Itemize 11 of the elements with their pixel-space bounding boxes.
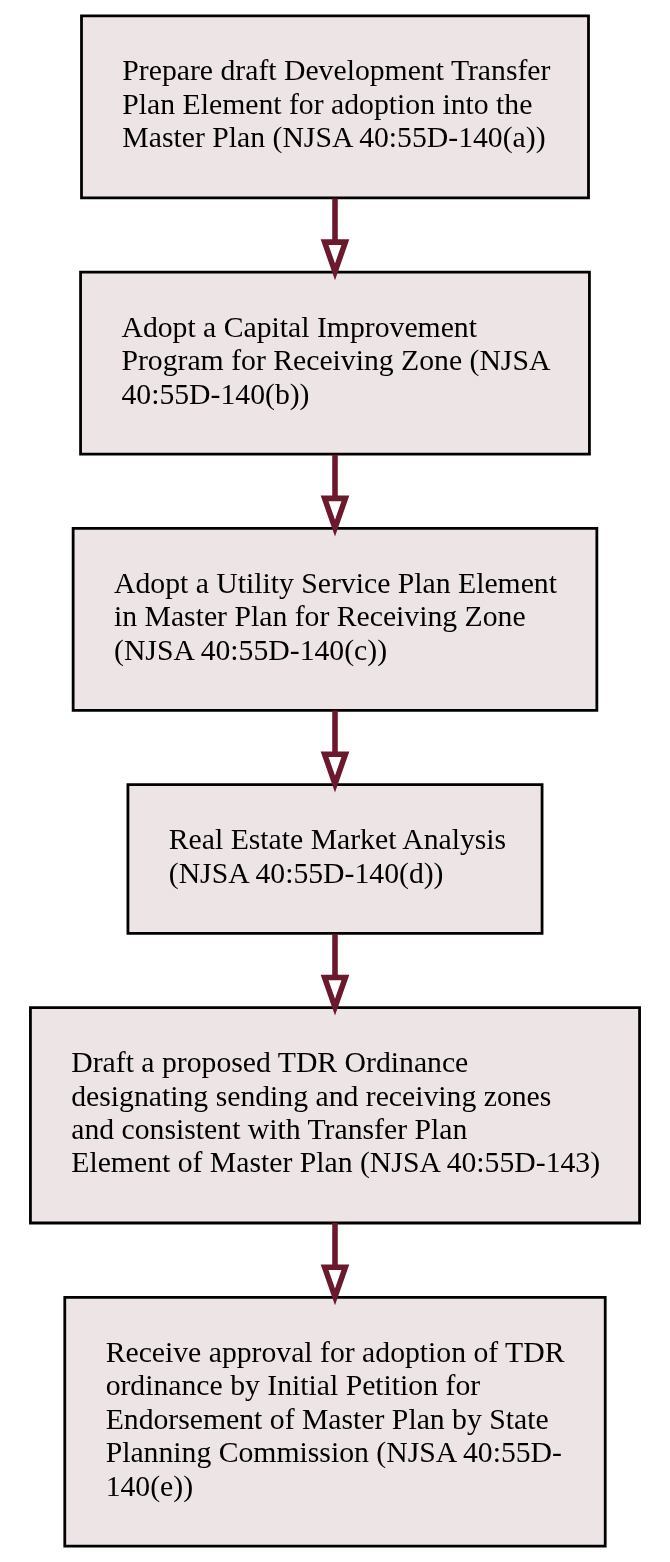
node-box: Adopt a Capital Improvement Program for Receiving Zone (NJSA 40:55D-140(b)) — [79, 270, 591, 456]
arrow — [320, 1223, 350, 1306]
node-box: Real Estate Market Analysis (NJSA 40:55D-140(d)) — [126, 783, 544, 935]
node-box: Draft a proposed TDR Ordinance designating sending and receiving zones and consistent with Transfer Plan Element of Master Plan (NJSA 40:55D-143) — [29, 1006, 641, 1225]
node-box: Receive approval for adoption of TDR ordinance by Initial Petition for Endorsement of Master Plan by State Planning Commission (NJSA 40:55D- 140(e)) — [63, 1295, 607, 1548]
arrow — [320, 710, 350, 793]
arrow — [320, 933, 350, 1016]
arrow — [320, 198, 350, 281]
node-box: Prepare draft Development Transfer Plan Element for adoption into the Master Plan (NJSA 40:55D-140(a)) — [80, 14, 590, 200]
node-box: Adopt a Utility Service Plan Element in Master Plan for Receiving Zone (NJSA 40:55D-140(c)) — [71, 527, 599, 712]
arrow — [320, 454, 350, 537]
